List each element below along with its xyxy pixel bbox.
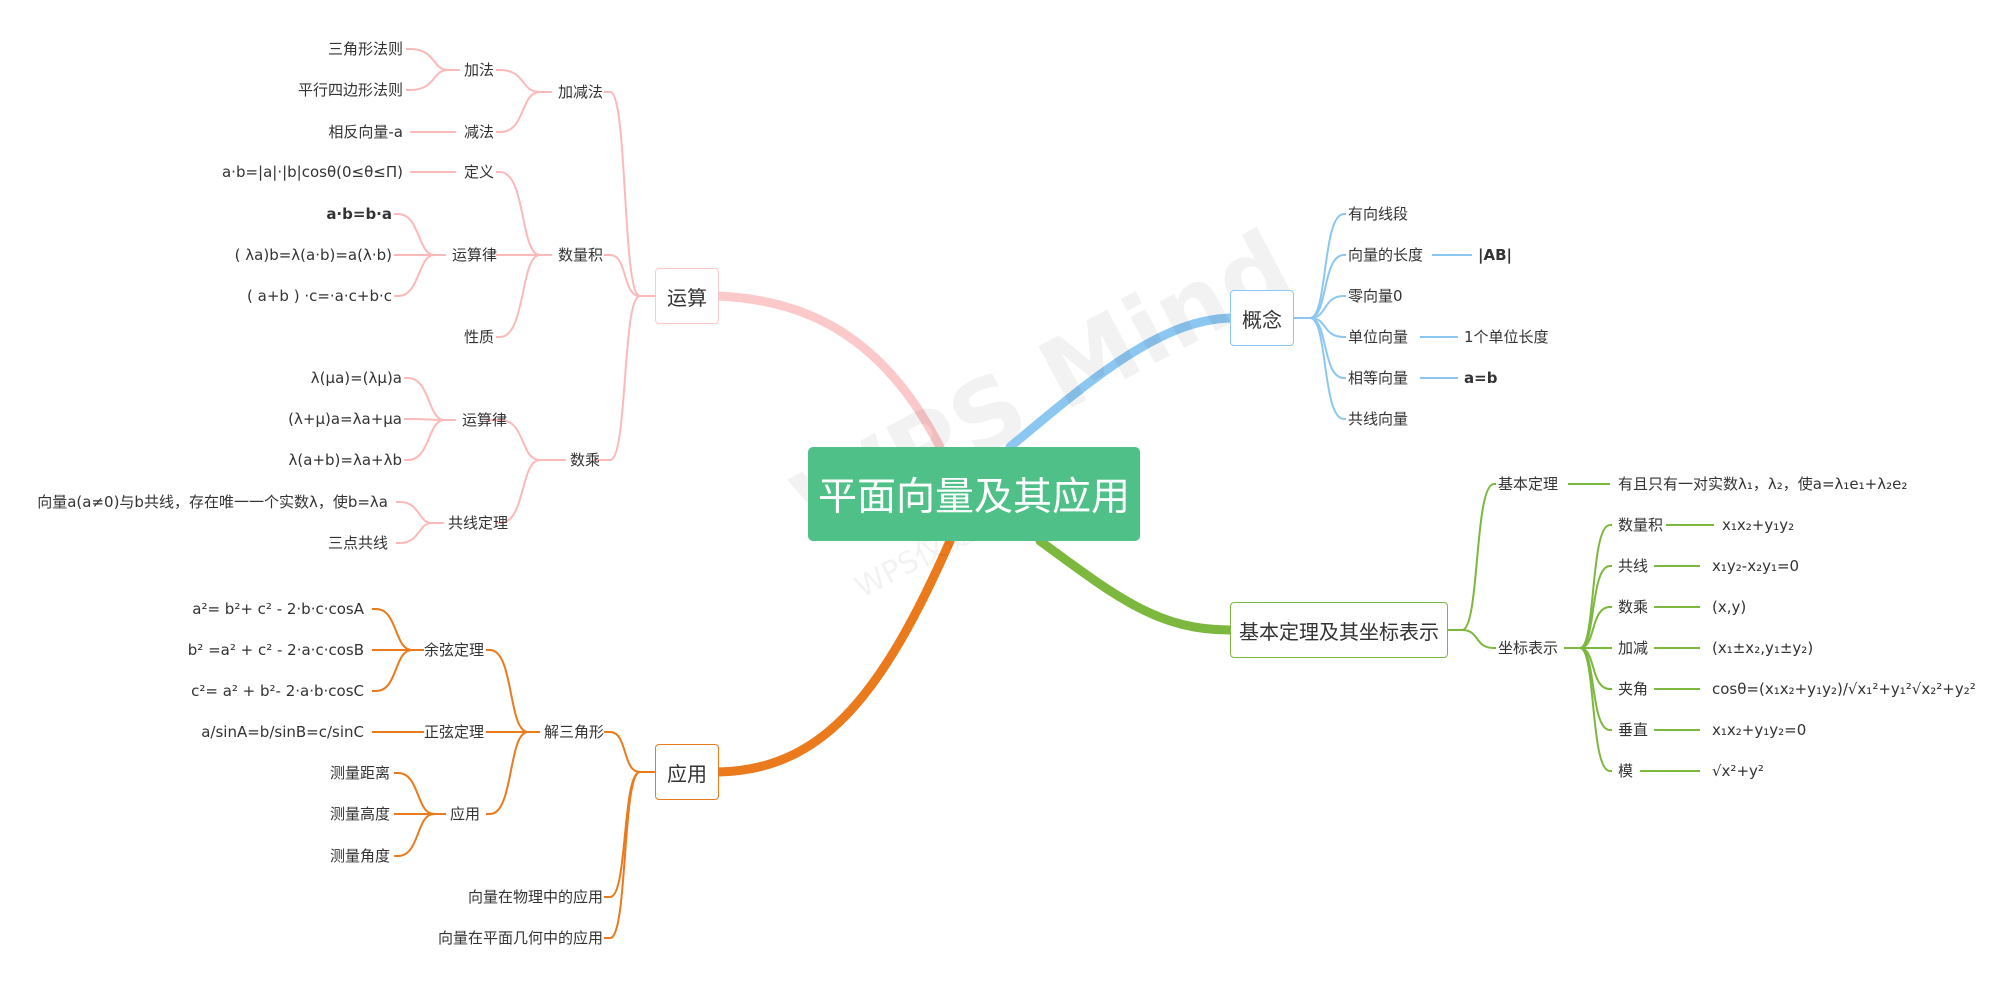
leaf-measure-height[interactable]: 测量高度 — [329, 805, 390, 823]
node-equal-vector[interactable]: 相等向量 — [1348, 369, 1409, 387]
topic-operations[interactable]: 运算 — [655, 268, 719, 324]
node-collinear-vector[interactable]: 共线向量 — [1348, 410, 1409, 428]
node-property[interactable]: 性质 — [464, 328, 495, 346]
branch-concept — [1005, 313, 1235, 452]
node-dot-product[interactable]: 数量积 — [558, 246, 604, 264]
node-zero-vector[interactable]: 零向量0 — [1348, 287, 1403, 305]
leaf-coord-collinear[interactable]: x₁y₂-x₂y₁=0 — [1712, 557, 1800, 575]
leaf-cosine-3[interactable]: c²= a² + b²- 2·a·b·cosC — [191, 682, 364, 700]
node-coord-collinear[interactable]: 共线 — [1618, 557, 1649, 575]
node-coord-scalar[interactable]: 数乘 — [1618, 598, 1649, 616]
node-coordinate-form[interactable]: 坐标表示 — [1498, 639, 1559, 657]
leaf-opposite-vector[interactable]: 相反向量-a — [328, 123, 403, 141]
node-add[interactable]: 加法 — [464, 61, 495, 79]
leaf-dot-law-2[interactable]: ( λa)b=λ(a·b)=a(λ·b) — [234, 246, 392, 264]
leaf-scalar-law-1[interactable]: λ(μa)=(λμ)a — [310, 369, 402, 387]
leaf-cosine-1[interactable]: a²= b²+ c² - 2·b·c·cosA — [192, 600, 364, 618]
node-dot-laws[interactable]: 运算律 — [452, 246, 498, 264]
leaf-coord-addsub[interactable]: (x₁±x₂,y₁±y₂) — [1712, 639, 1814, 657]
leaf-cosine-2[interactable]: b² =a² + c² - 2·a·c·cosB — [187, 641, 364, 659]
node-basic-theorem[interactable]: 基本定理 — [1498, 475, 1559, 493]
node-vector-length[interactable]: 向量的长度 — [1348, 246, 1424, 264]
leaf-basic-theorem-value[interactable]: 有且只有一对实数λ₁，λ₂，使a=λ₁e₁+λ₂e₂ — [1618, 475, 1908, 493]
node-geometry-application[interactable]: 向量在平面几何中的应用 — [437, 929, 603, 947]
leaf-scalar-law-3[interactable]: λ(a+b)=λa+λb — [288, 451, 402, 469]
node-coord-angle[interactable]: 夹角 — [1618, 680, 1649, 698]
leaf-sine-formula[interactable]: a/sinA=b/sinB=c/sinC — [201, 723, 364, 741]
leaf-vector-length-value[interactable]: |AB| — [1478, 246, 1512, 264]
branch-operations — [713, 291, 945, 452]
node-measure-use[interactable]: 应用 — [450, 805, 481, 823]
leaf-measure-distance[interactable]: 测量距离 — [329, 764, 390, 782]
leaf-parallelogram-rule[interactable]: 平行四边形法则 — [297, 81, 403, 99]
topic-concept[interactable]: 概念 — [1230, 290, 1294, 346]
node-coord-perpendicular[interactable]: 垂直 — [1618, 721, 1649, 739]
branch-application — [713, 536, 955, 777]
leaf-dot-law-1[interactable]: a·b=b·a — [326, 205, 392, 223]
leaf-collinear-statement[interactable]: 向量a(a≠0)与b共线，存在唯一一个实数λ，使b=λa — [37, 493, 388, 511]
node-unit-vector[interactable]: 单位向量 — [1348, 328, 1409, 346]
leaf-coord-angle[interactable]: cosθ=(x₁x₂+y₁y₂)/√x₁²+y₁²√x₂²+y₂² — [1712, 680, 1976, 698]
leaf-triangle-rule[interactable]: 三角形法则 — [327, 40, 403, 58]
branch-theorem — [1035, 536, 1235, 635]
node-coord-addsub[interactable]: 加减 — [1618, 639, 1649, 657]
node-solve-triangle[interactable]: 解三角形 — [544, 723, 605, 741]
node-scalar-laws[interactable]: 运算律 — [462, 411, 508, 429]
node-physics-application[interactable]: 向量在物理中的应用 — [467, 888, 603, 906]
central-topic[interactable]: 平面向量及其应用 — [808, 447, 1140, 541]
leaf-coord-perpendicular[interactable]: x₁x₂+y₁y₂=0 — [1712, 721, 1807, 739]
node-sine-law[interactable]: 正弦定理 — [424, 723, 485, 741]
leaf-scalar-law-2[interactable]: (λ+μ)a=λa+μa — [288, 410, 402, 428]
leaf-equal-vector-value[interactable]: a=b — [1464, 369, 1498, 387]
leaf-three-points[interactable]: 三点共线 — [327, 534, 388, 552]
leaf-coord-dot[interactable]: x₁x₂+y₁y₂ — [1722, 516, 1795, 534]
leaf-unit-vector-value[interactable]: 1个单位长度 — [1464, 328, 1549, 346]
node-sub[interactable]: 减法 — [464, 123, 495, 141]
leaf-dot-definition[interactable]: a·b=|a|·|b|cosθ(0≤θ≤Π) — [221, 163, 403, 181]
topic-theorem[interactable]: 基本定理及其坐标表示 — [1230, 602, 1448, 658]
leaf-coord-scalar[interactable]: (x,y) — [1712, 598, 1747, 616]
node-scalar-mult[interactable]: 数乘 — [570, 451, 601, 469]
node-cosine-law[interactable]: 余弦定理 — [424, 641, 485, 659]
leaf-coord-magnitude[interactable]: √x²+y² — [1712, 762, 1764, 780]
node-coord-dot[interactable]: 数量积 — [1618, 516, 1664, 534]
node-definition[interactable]: 定义 — [464, 163, 495, 181]
node-coord-magnitude[interactable]: 模 — [1618, 762, 1634, 780]
leaf-measure-angle[interactable]: 测量角度 — [329, 847, 390, 865]
topic-application[interactable]: 应用 — [655, 744, 719, 800]
leaf-dot-law-3[interactable]: ( a+b ) ·c=·a·c+b·c — [247, 287, 392, 305]
node-directed-segment[interactable]: 有向线段 — [1348, 205, 1409, 223]
node-collinear-theorem[interactable]: 共线定理 — [448, 514, 509, 532]
node-addsub[interactable]: 加减法 — [558, 83, 604, 101]
